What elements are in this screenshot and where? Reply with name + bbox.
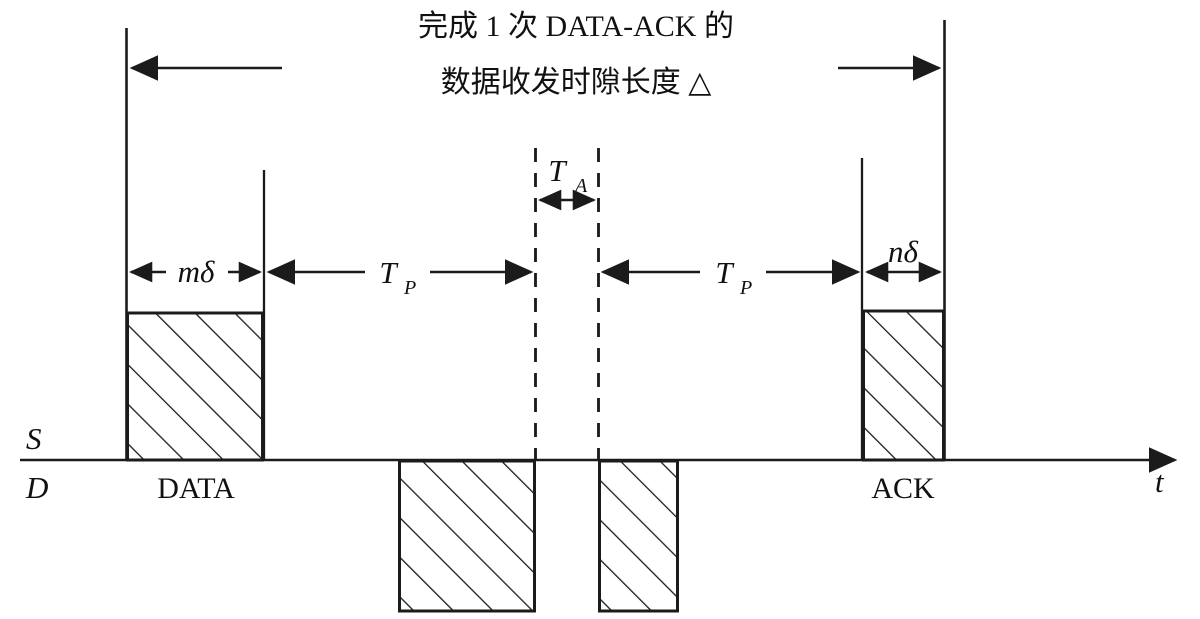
- tp-right-label: T: [715, 255, 735, 290]
- figure-title-line2: 数据收发时隙长度 △: [441, 66, 712, 99]
- ta-label-subscript: A: [573, 175, 588, 197]
- tp-left-label: T: [379, 255, 399, 290]
- tp-right-label-subscript: P: [739, 277, 752, 299]
- n-delta-label: nδ: [888, 234, 919, 269]
- ack-block: [862, 309, 945, 462]
- m-delta-label: mδ: [178, 254, 215, 289]
- ta-label: T: [548, 153, 568, 188]
- data-propagation-block: [398, 459, 536, 613]
- sender-axis-label: S: [26, 421, 42, 456]
- tp-left-label-subscript: P: [403, 277, 416, 299]
- figure-title-line1: 完成 1 次 DATA-ACK 的: [418, 10, 734, 43]
- data-block: [126, 311, 264, 462]
- destination-axis-label: D: [25, 470, 48, 505]
- ack-propagation-block: [598, 459, 679, 613]
- data-block-label: DATA: [157, 472, 235, 505]
- time-axis-label: t: [1155, 464, 1165, 499]
- ack-block-label: ACK: [871, 472, 935, 505]
